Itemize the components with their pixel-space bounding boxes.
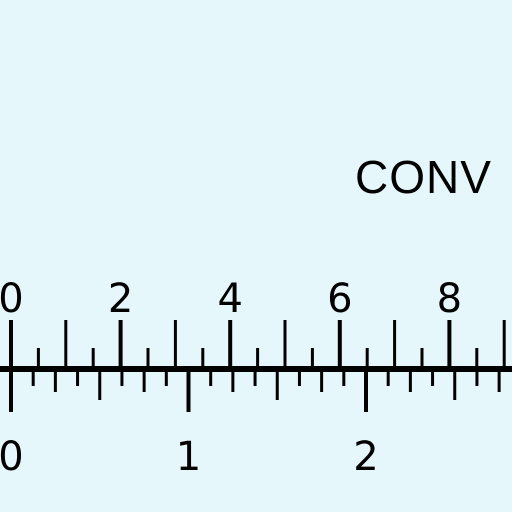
bottom-scale-labels: 0 1 2 bbox=[0, 434, 379, 480]
heading: CONV bbox=[355, 151, 492, 203]
bottom-scale-label: 2 bbox=[353, 434, 378, 480]
top-scale-label: 2 bbox=[108, 276, 133, 322]
bottom-scale-label: 1 bbox=[176, 434, 201, 480]
top-scale-labels: 0 2 4 6 8 bbox=[0, 276, 462, 322]
bottom-scale-label: 0 bbox=[0, 434, 24, 480]
top-scale-label: 6 bbox=[327, 276, 352, 322]
bottom-scale-ticks bbox=[9, 369, 501, 412]
top-scale-label: 0 bbox=[0, 276, 24, 322]
top-scale-label: 8 bbox=[437, 276, 462, 322]
top-scale-label: 4 bbox=[217, 276, 242, 322]
top-scale-ticks bbox=[9, 320, 506, 369]
